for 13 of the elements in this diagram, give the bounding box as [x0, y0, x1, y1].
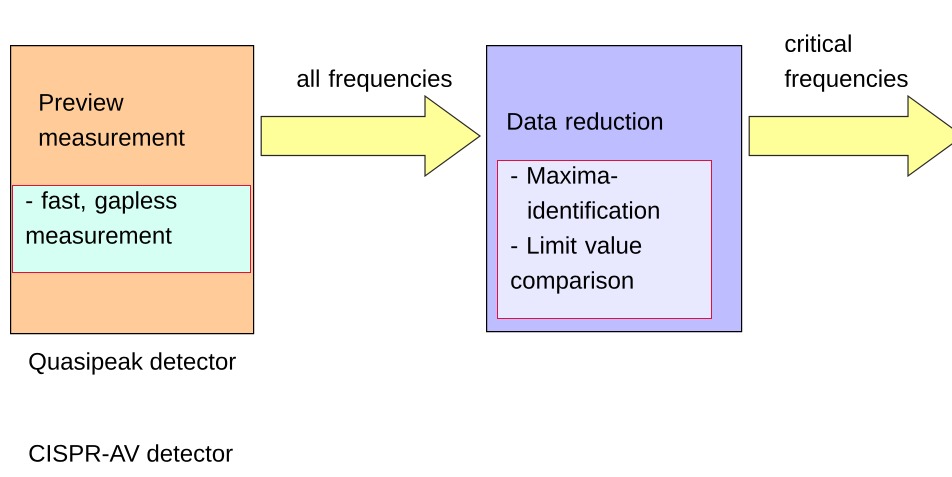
box-text: Preview measurement [40, 93, 185, 146]
detector-label: CISPR-AV detector [29, 444, 233, 462]
box-text: Data reduction [508, 112, 662, 130]
detector-label: Quasipeak detector [29, 352, 236, 375]
box-text: - Limit value comparison [511, 236, 642, 294]
edge-label: critical frequencies [784, 34, 908, 92]
inner-list-box [12, 185, 251, 273]
box-text: - fast, gapless measurement [26, 191, 176, 244]
edge-label: all frequencies [297, 69, 452, 92]
inner-list-box [497, 160, 712, 319]
block-arrow [748, 94, 952, 178]
block-arrow [260, 94, 482, 178]
box-text: - Maxima-identification [511, 166, 659, 219]
